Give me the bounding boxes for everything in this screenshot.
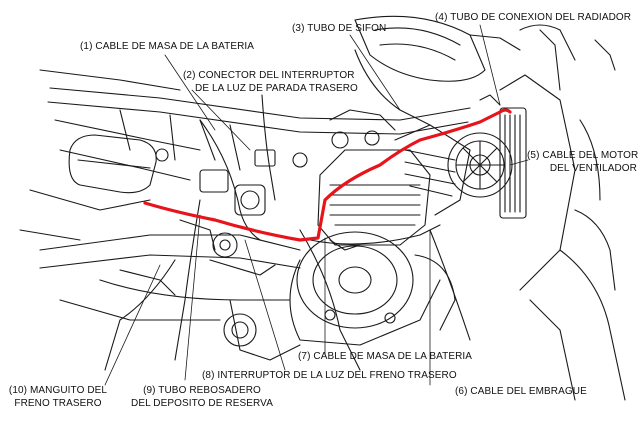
label-battery-ground-cable-7: (7) CABLE DE MASA DE LA BATERIA [298, 350, 472, 363]
leader-lines [104, 24, 529, 386]
label-rear-brake-hose: (10) MANGUITO DEL FRENO TRASERO [2, 384, 114, 410]
label-battery-ground-cable-1: (1) CABLE DE MASA DE LA BATERIA [80, 40, 254, 53]
label-text: (7) CABLE DE MASA DE LA BATERIA [298, 351, 473, 362]
label-reserve-tank-overflow-tube: (9) TUBO REBOSADERO DEL DEPOSITO DE RESE… [112, 384, 292, 410]
label-text-line1: (9) TUBO REBOSADERO [143, 385, 261, 396]
label-text: (6) CABLE DEL EMBRAGUE [455, 386, 587, 397]
cooling-fan [447, 132, 513, 198]
label-rear-brake-light-connector: (2) CONECTOR DEL INTERRUPTOR DE LA LUZ D… [183, 69, 358, 95]
label-text-line2: DEL DEPOSITO DE RESERVA [131, 398, 273, 409]
fuel-tank [354, 15, 521, 82]
radiator [499, 107, 527, 219]
label-text-line2: DE LA LUZ DE PARADA TRASERO [195, 83, 358, 94]
crankcase [289, 231, 456, 346]
label-text-line1: (2) CONECTOR DEL INTERRUPTOR [183, 70, 355, 81]
engine-cylinders [317, 124, 471, 246]
label-text-line1: (5) CABLE DEL MOTOR [527, 150, 639, 161]
label-fan-motor-cable: (5) CABLE DEL MOTOR DEL VENTILADOR [527, 149, 639, 175]
label-text: (4) TUBO DE CONEXION DEL RADIADOR [435, 12, 632, 23]
label-radiator-connection-tube: (4) TUBO DE CONEXION DEL RADIADOR [435, 11, 631, 24]
label-clutch-cable: (6) CABLE DEL EMBRAGUE [455, 385, 587, 398]
highlighted-routing-line [143, 108, 512, 242]
cables [104, 49, 501, 371]
label-text: (1) CABLE DE MASA DE LA BATERIA [80, 41, 255, 52]
label-text: (3) TUBO DE SIFON [292, 23, 387, 34]
reservoir-tank [68, 134, 169, 194]
swingarm [19, 189, 301, 361]
label-rear-brake-light-switch: (8) INTERRUPTOR DE LA LUZ DEL FRENO TRAS… [202, 369, 457, 382]
label-text-line2: DEL VENTILADOR [549, 163, 637, 174]
frame-rails [39, 69, 471, 181]
front-fork [499, 24, 626, 401]
label-text-line1: (10) MANGUITO DEL [8, 385, 108, 396]
components [179, 109, 396, 276]
label-siphon-tube: (3) TUBO DE SIFON [292, 22, 386, 35]
label-text-line2: FRENO TRASERO [14, 398, 102, 409]
label-text: (8) INTERRUPTOR DE LA LUZ DEL FRENO TRAS… [202, 370, 457, 381]
